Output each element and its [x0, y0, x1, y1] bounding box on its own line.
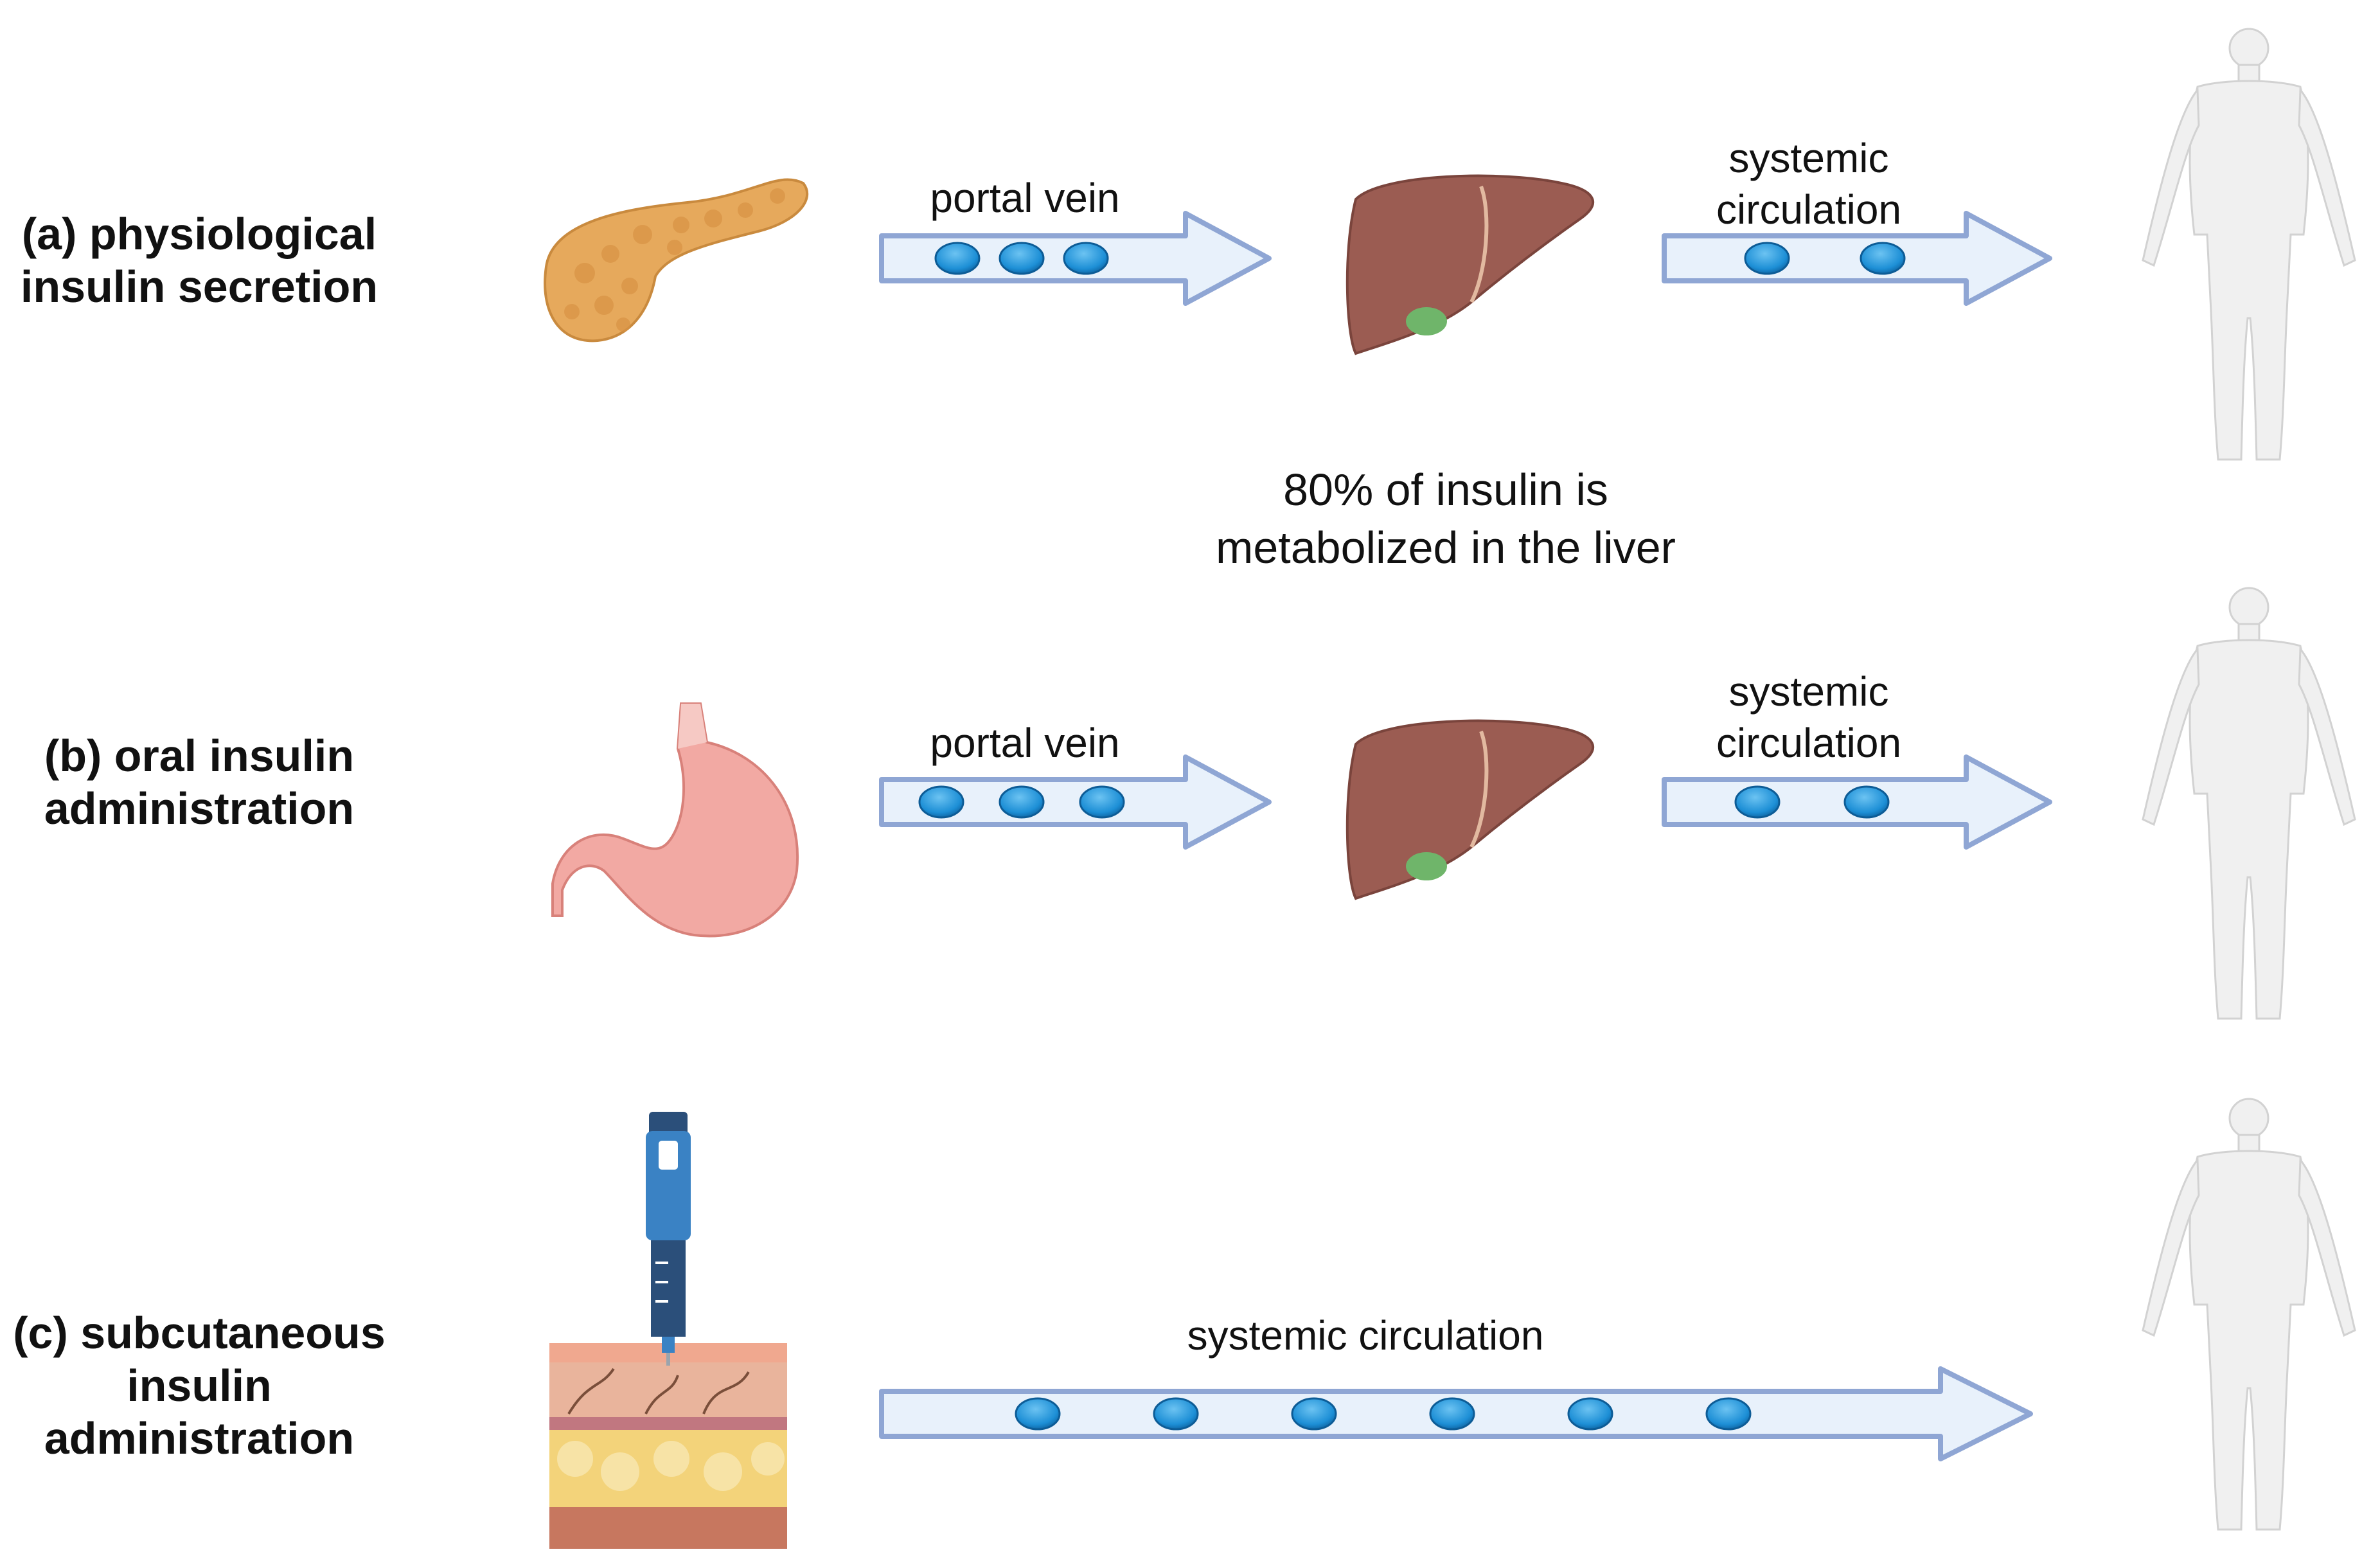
row-a-label: (a) physiological insulin secretion [21, 209, 378, 312]
row-a-portal-insulin-dots [934, 242, 1109, 275]
insulin-dot [999, 785, 1045, 819]
row-a-systemic-insulin-dots [1744, 242, 1906, 275]
row-a-systemic-label-line-2: circulation [1716, 186, 1901, 233]
insulin-dot [1843, 785, 1890, 819]
row-c-label-line-3: administration [44, 1413, 354, 1463]
insulin-dot [1079, 785, 1125, 819]
row-b-label: (b) oral insulin administration [44, 731, 354, 834]
row-c-systemic-label: systemic circulation [1187, 1312, 1544, 1359]
row-c-human-body-icon [2142, 1098, 2356, 1531]
row-a-label-line-2: insulin secretion [21, 262, 378, 312]
row-a-portal-arrow [879, 211, 1272, 306]
row-b-label-line-1: (b) oral insulin [44, 731, 354, 781]
insulin-dot [1429, 1397, 1475, 1431]
row-a-systemic-label-line-1: systemic [1729, 135, 1889, 181]
row-b-human-body-icon [2142, 587, 2356, 1020]
insulin-pen-skin-icon [548, 1110, 788, 1550]
row-a-portal-vein-label: portal vein [930, 175, 1119, 221]
row-c-label-line-2: insulin [127, 1360, 272, 1411]
insulin-dot [1734, 785, 1781, 819]
insulin-dot [1153, 1397, 1199, 1431]
row-a-label-line-1: (a) physiological [22, 209, 377, 259]
row-c-systemic-insulin-dots [1015, 1397, 1752, 1431]
row-a-systemic-arrow [1662, 211, 2052, 306]
row-c-label: (c) subcutaneous insulin administration [13, 1308, 386, 1463]
insulin-dot [1744, 242, 1790, 275]
row-b-label-line-2: administration [44, 783, 354, 834]
row-a-human-body-icon [2142, 28, 2356, 461]
liver-note-line-2: metabolized in the liver [1216, 522, 1676, 573]
insulin-dot [918, 785, 964, 819]
insulin-dot [999, 242, 1045, 275]
row-b-portal-vein-label: portal vein [930, 720, 1119, 766]
insulin-dot [1063, 242, 1109, 275]
insulin-dot [934, 242, 981, 275]
row-c-label-line-1: (c) subcutaneous [13, 1308, 386, 1358]
row-a-liver-icon [1347, 176, 1593, 353]
row-b-systemic-label-line-2: circulation [1716, 720, 1901, 766]
insulin-dot [1291, 1397, 1337, 1431]
row-b-systemic-label-line-1: systemic [1729, 668, 1889, 715]
row-c-systemic-arrow [879, 1366, 2033, 1461]
row-b-portal-insulin-dots [918, 785, 1125, 819]
insulin-dot [1705, 1397, 1752, 1431]
insulin-dot [1860, 242, 1906, 275]
pancreas-icon [544, 178, 809, 343]
row-b-systemic-arrow [1662, 754, 2052, 850]
liver-note-line-1: 80% of insulin is [1283, 465, 1608, 515]
insulin-dot [1567, 1397, 1613, 1431]
insulin-dot [1015, 1397, 1061, 1431]
row-b-systemic-insulin-dots [1734, 785, 1890, 819]
row-b-portal-arrow [879, 754, 1272, 850]
stomach-icon [551, 702, 799, 938]
row-b-liver-icon [1347, 721, 1593, 898]
